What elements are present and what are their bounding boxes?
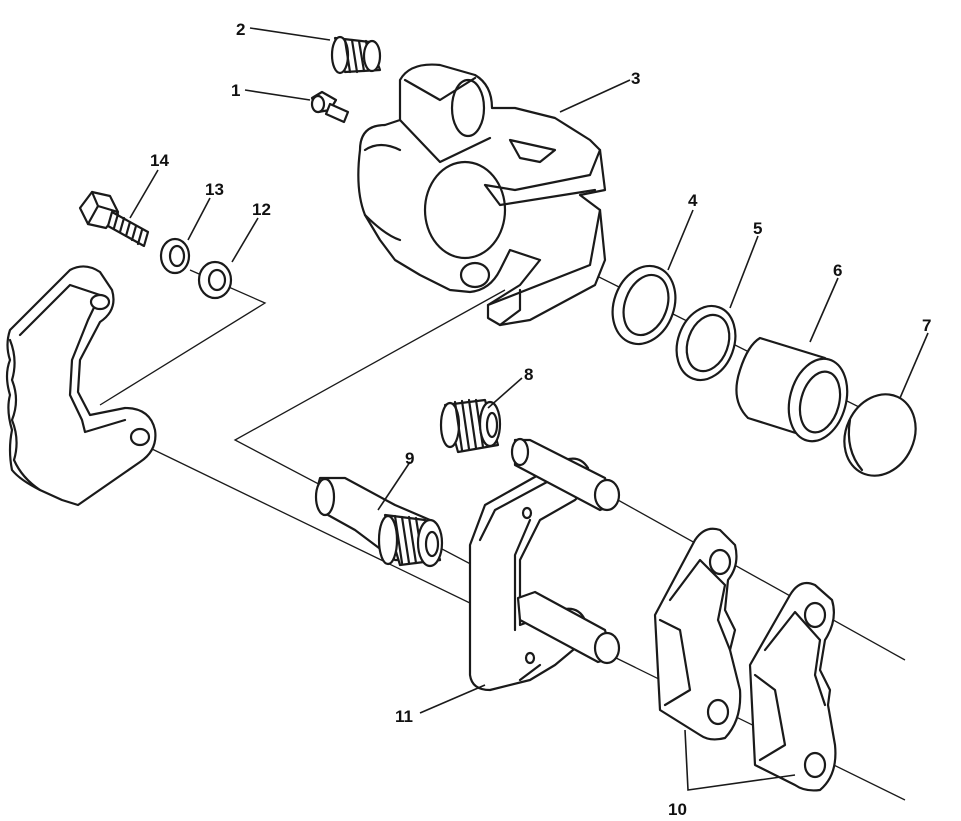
- leader-lines: [129, 27, 929, 791]
- leader-1: [244, 89, 311, 101]
- callout-4: 4: [688, 191, 698, 210]
- part-7-boot: [843, 393, 917, 477]
- leader-8: [487, 377, 523, 409]
- part-8-pin-sleeve: [439, 398, 502, 454]
- callout-11: 11: [395, 707, 413, 726]
- leader-4: [667, 209, 694, 271]
- leader-3: [559, 79, 631, 113]
- leader-11: [419, 684, 486, 714]
- callout-14: 14: [150, 151, 169, 170]
- callout-9: 9: [405, 449, 414, 468]
- callout-8: 8: [524, 365, 533, 384]
- part-6-piston: [735, 336, 849, 443]
- callout-labels: 2 1 3 14 13 12 4 5 6 7 8 9 11 10: [150, 20, 931, 819]
- part-12-washer: [197, 260, 233, 300]
- leader-9: [377, 461, 411, 511]
- leader-14: [129, 169, 159, 219]
- mounting-bracket: [5, 265, 157, 507]
- callout-12: 12: [252, 200, 271, 219]
- part-10-brake-pads: [653, 527, 837, 792]
- part-1-bleeder-screw: [310, 90, 350, 124]
- part-14-bolt: [78, 190, 150, 248]
- bolt-axis-line: [99, 269, 267, 406]
- callout-2: 2: [236, 20, 245, 39]
- callout-5: 5: [753, 219, 762, 238]
- leader-5: [729, 235, 759, 309]
- upper-pin-line: [599, 489, 906, 661]
- part-11-carrier-bracket: [468, 437, 621, 692]
- callout-10: 10: [668, 800, 687, 819]
- part-5-seal: [675, 304, 737, 382]
- callout-7: 7: [922, 316, 931, 335]
- leader-13: [187, 197, 211, 241]
- leader-6: [809, 277, 839, 343]
- leader-10: [684, 729, 796, 791]
- callout-3: 3: [631, 69, 640, 88]
- leader-12: [231, 217, 259, 263]
- callout-6: 6: [833, 261, 842, 280]
- callout-13: 13: [205, 180, 224, 199]
- lower-bracket-line: [149, 447, 506, 621]
- part-9-slide-pin: [314, 476, 444, 568]
- part-13-lock-washer: [159, 237, 191, 275]
- leader-2: [249, 27, 331, 41]
- leader-7: [899, 332, 929, 399]
- part-2-plug: [330, 35, 382, 75]
- callout-1: 1: [231, 81, 240, 100]
- part-3-caliper-body: [357, 63, 607, 327]
- part-4-seal: [611, 264, 677, 346]
